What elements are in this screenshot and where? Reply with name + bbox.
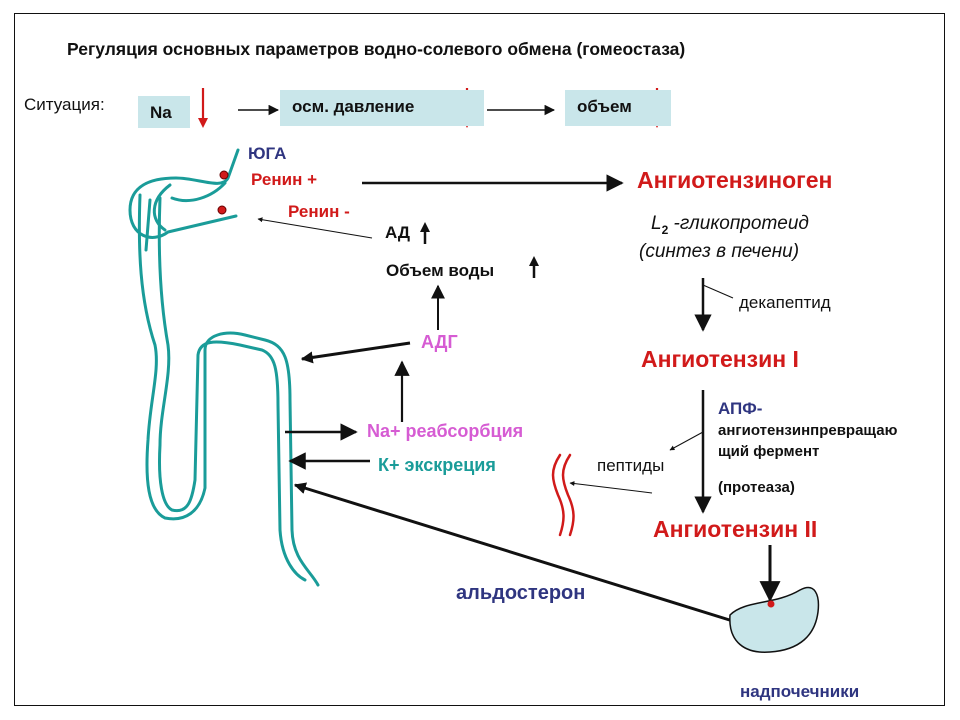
angiotensinogen-label: Ангиотензиноген (637, 167, 833, 193)
protease-label: (протеаза) (718, 479, 795, 496)
vessel-drawing (551, 453, 575, 537)
blood-pressure-label: АД (385, 223, 411, 242)
adrenal-gland (729, 586, 820, 653)
adh-to-kidney-arrow (300, 341, 411, 364)
liver-synthesis-label: (синтез в печени) (639, 241, 800, 262)
situation-label: Ситуация: (24, 95, 105, 114)
ace-label: АПФ- (718, 399, 763, 418)
increase-arrows (420, 222, 539, 278)
ace-description-line-1: ангиотензинпревращаю (718, 422, 898, 439)
ace-description-line-2: щий фермент (718, 443, 820, 460)
peptides-label: пептиды (597, 456, 665, 475)
k-excretion-label: К+ экскреция (378, 455, 496, 475)
glycoprotein-subscript: 2 (661, 222, 669, 237)
adh-label: АДГ (421, 332, 458, 352)
slide-frame (14, 13, 945, 706)
volume-box: объем (565, 90, 671, 126)
renin-minus-dot (217, 205, 227, 215)
renin-plus-label: Ренин + (251, 170, 318, 189)
yuga-dot (219, 170, 229, 180)
peptides-to-vessel-arrow (569, 481, 653, 494)
angiotensin-2-label: Ангиотензин II (653, 516, 818, 542)
renin-minus-label: Ренин - (288, 202, 350, 221)
osmotic-pressure-box: осм. давление (280, 90, 484, 126)
peptides-pointer-arrow (669, 431, 704, 451)
adrenal-dot (767, 600, 775, 608)
yuga-label: ЮГА (248, 144, 287, 163)
ad-feedback-arrow (257, 217, 373, 239)
aldosterone-arrow (293, 482, 737, 624)
water-volume-label: Объем воды (386, 261, 495, 280)
page-title: Регуляция основных параметров водно-соле… (67, 39, 686, 59)
adrenals-label: надпочечники (740, 682, 860, 701)
decapeptide-label: декапептид (739, 293, 831, 312)
aldosterone-label: альдостерон (456, 582, 586, 604)
glycoprotein-label: L2 -гликопротеид (651, 213, 809, 237)
glycoprotein-text: -гликопротеид (673, 213, 809, 234)
angiotensin-1-label: Ангиотензин I (641, 346, 799, 372)
decapeptide-pointer (702, 284, 734, 299)
nephron-drawing (128, 148, 320, 587)
na-reabsorption-label: Na+ реабсорбция (367, 421, 524, 441)
sodium-box: Na (138, 96, 190, 128)
